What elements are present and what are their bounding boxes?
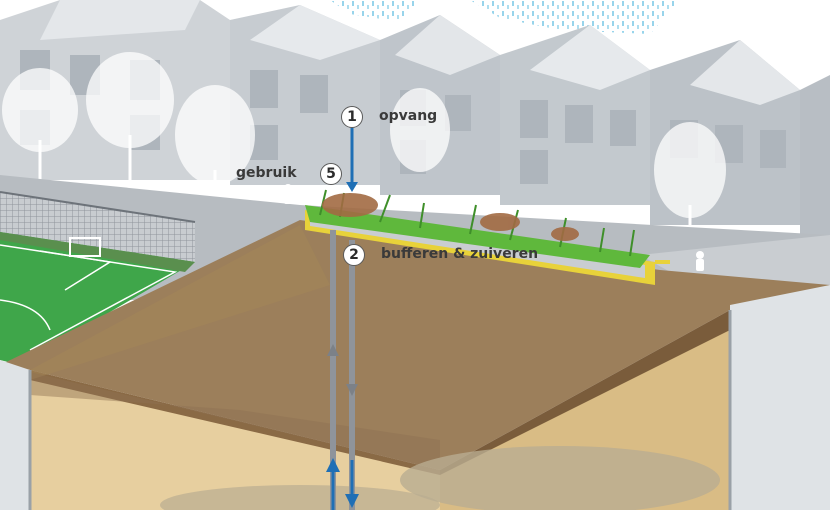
aquifer-sand-front	[30, 380, 440, 510]
vegetated-wadi	[305, 189, 670, 285]
infiltration-wells	[330, 230, 355, 510]
water-lens-front	[160, 485, 440, 510]
pedestrians	[284, 184, 704, 271]
soccer-pitch	[0, 232, 195, 365]
soil-gradient	[30, 225, 330, 380]
flow-arrows	[326, 128, 359, 510]
pitch-fence	[0, 191, 196, 262]
step-5-badge: 5	[320, 163, 342, 185]
clay-layer	[30, 372, 440, 470]
up-arrow-gray	[327, 344, 339, 356]
step-5-label: gebruik	[236, 165, 297, 181]
collection-arrow-head	[346, 182, 358, 192]
rain-drops	[330, 0, 680, 34]
step-2-label: bufferen & zuiveren	[381, 246, 539, 262]
step-1-badge: 1	[341, 106, 363, 128]
block-edges	[0, 285, 830, 510]
street-trees	[2, 52, 726, 218]
infiltration-arrow-head	[345, 494, 359, 508]
extraction-arrow-head	[326, 458, 340, 472]
goal	[69, 237, 101, 257]
down-arrow-gray	[346, 384, 358, 396]
step-1-label: opvang	[379, 108, 438, 124]
step-2-badge: 2	[343, 244, 365, 266]
water-lens	[400, 446, 720, 510]
